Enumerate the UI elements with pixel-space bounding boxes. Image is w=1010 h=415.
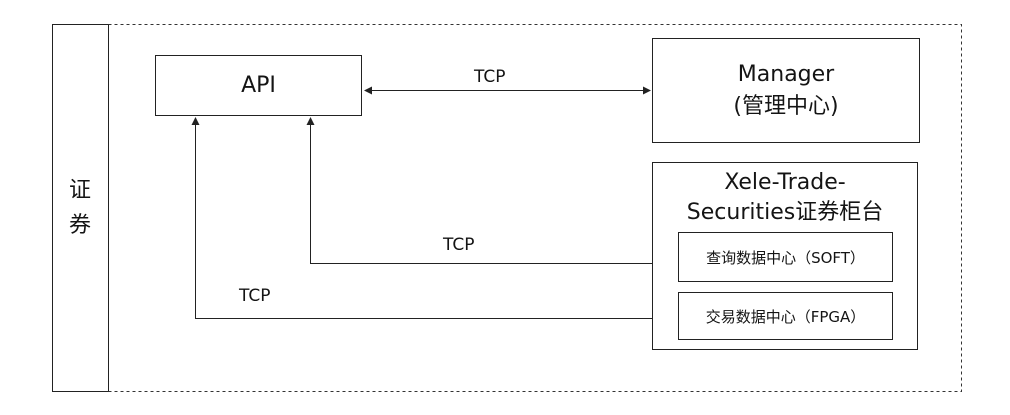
side-label-line1: 证	[68, 178, 91, 203]
outer-dashed-frame	[108, 24, 962, 392]
api-node: API	[155, 55, 362, 116]
api-label: API	[241, 73, 276, 98]
counter-label-line2: Securities证券柜台	[686, 200, 884, 225]
api-query-link-label: TCP	[443, 235, 475, 255]
api-manager-arrowhead-right	[643, 86, 651, 95]
api-manager-arrowhead-left	[364, 86, 372, 95]
api-query-link-line	[310, 124, 672, 264]
manager-label-line1: Manager	[737, 61, 835, 87]
api-trade-link-line	[195, 124, 672, 319]
manager-label-line2: (管理中心)	[733, 93, 839, 119]
securities-side-label: 证 券	[52, 24, 108, 392]
side-frame	[52, 24, 109, 392]
api-trade-arrowhead-up	[191, 117, 200, 125]
api-query-arrowhead-up	[306, 117, 315, 125]
api-trade-link-label: TCP	[239, 286, 271, 306]
counter-label-line1: Xele-Trade-	[724, 170, 846, 195]
side-label-line2: 券	[68, 213, 91, 238]
trade-data-center-label: 交易数据中心（FPGA）	[705, 307, 866, 326]
manager-node: Manager (管理中心)	[652, 38, 920, 143]
query-data-center-node: 查询数据中心（SOFT）	[678, 232, 893, 282]
api-manager-link-label: TCP	[474, 67, 506, 87]
query-data-center-label: 查询数据中心（SOFT）	[706, 248, 865, 267]
trade-data-center-node: 交易数据中心（FPGA）	[678, 292, 893, 340]
